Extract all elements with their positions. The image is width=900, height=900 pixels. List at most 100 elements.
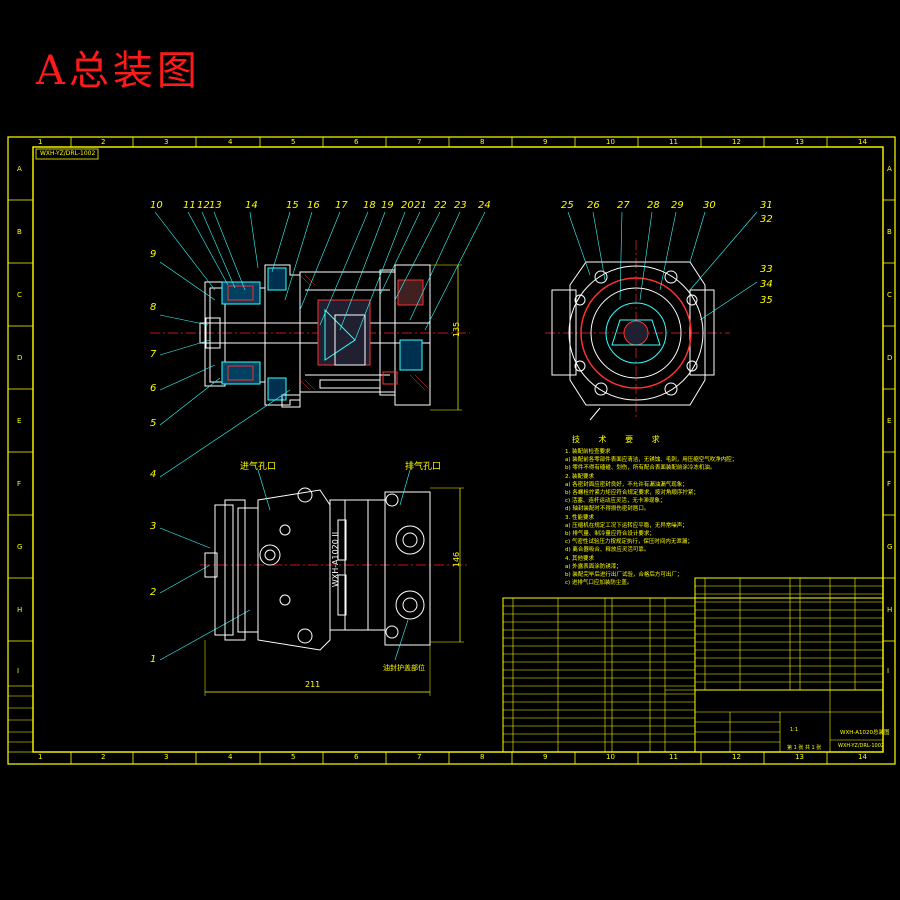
zone-bottom-14: 14 — [858, 753, 867, 761]
section-view — [150, 264, 470, 411]
part-label-29: 29 — [671, 200, 684, 211]
oil-plug-label: 油封护盖部位 — [383, 664, 425, 672]
zone-top-8: 8 — [480, 138, 485, 146]
zone-right-D: D — [887, 354, 893, 362]
zone-bottom-2: 2 — [101, 753, 106, 761]
zone-bottom-3: 3 — [164, 753, 169, 761]
zone-right-F: F — [887, 480, 892, 488]
zone-right-C: C — [887, 291, 892, 299]
part-label-23: 23 — [454, 200, 467, 211]
part-label-9: 9 — [150, 249, 157, 260]
zone-top-4: 4 — [228, 138, 233, 146]
tech-line: b) 排气量、制冷量应符合设计要求； — [565, 531, 655, 538]
part-label-12: 12 — [197, 200, 210, 211]
page-title: A总装图 — [36, 48, 201, 94]
part-label-17: 17 — [335, 200, 348, 211]
tech-title: 技 术 要 求 — [572, 435, 668, 444]
zone-left-E: E — [17, 417, 22, 425]
part-label-6: 6 — [150, 383, 157, 394]
tech-line: c) 进排气口应加装防尘盖。 — [565, 580, 633, 587]
zone-left-G: G — [17, 543, 23, 551]
part-label-33: 33 — [760, 264, 773, 275]
zone-top-10: 10 — [606, 138, 615, 146]
part-label-24: 24 — [478, 200, 491, 211]
drawing-number: WXH-YZ/DRL-1002 — [838, 743, 885, 749]
sheet-info: 第 1 张 共 1 张 — [787, 745, 822, 751]
zone-bottom-6: 6 — [354, 753, 359, 761]
part-label-19: 19 — [381, 200, 394, 211]
zone-bottom-10: 10 — [606, 753, 615, 761]
tech-line: 2. 装配要求 — [565, 473, 594, 480]
tech-line: a) 压缩机在规定工况下运转应平稳，无异常噪声； — [565, 522, 688, 529]
outer-frame — [7, 136, 896, 765]
tech-line: b) 零件不得有磕碰、划伤，所有配合表面装配前涂冷冻机油。 — [565, 465, 716, 472]
part-label-11: 11 — [183, 200, 196, 211]
zone-bottom-13: 13 — [795, 753, 804, 761]
zone-top-3: 3 — [164, 138, 169, 146]
tech-line: c) 活塞、连杆运动应灵活，无卡滞现象； — [565, 498, 666, 505]
tech-line: c) 气密性试验压力按规定执行，保压时间内无泄漏； — [565, 539, 693, 546]
zone-right-E: E — [887, 417, 892, 425]
part-label-16: 16 — [307, 200, 320, 211]
part-label-2: 2 — [150, 587, 157, 598]
part-label-35: 35 — [760, 295, 773, 306]
side-marking: WXH-A1020 II — [331, 531, 341, 588]
dim-width-bottom: 211 — [305, 680, 321, 689]
part-label-30: 30 — [703, 200, 716, 211]
zone-top-2: 2 — [101, 138, 106, 146]
tech-line: 4. 其他要求 — [565, 555, 594, 562]
zone-top-1: 1 — [38, 138, 43, 146]
zone-left-B: B — [17, 228, 22, 236]
part-label-15: 15 — [286, 200, 299, 211]
zone-right-G: G — [887, 543, 893, 551]
tech-line: a) 装配前各零部件表面应清洁，无锈蚀、毛刺，用压缩空气吹净内腔； — [565, 457, 738, 464]
zone-top-13: 13 — [795, 138, 804, 146]
zone-top-11: 11 — [669, 138, 678, 146]
side-stamps — [7, 685, 34, 753]
part-label-1: 1 — [150, 654, 157, 665]
part-label-21: 21 — [414, 200, 427, 211]
part-label-20: 20 — [401, 200, 414, 211]
section-leaders — [154, 211, 486, 661]
zone-bottom-12: 12 — [732, 753, 741, 761]
tech-line: 3. 性能要求 — [565, 514, 594, 521]
tech-line: d) 离合器吸合、释放应灵活可靠。 — [565, 547, 650, 554]
part-label-10: 10 — [150, 200, 163, 211]
zone-top-14: 14 — [858, 138, 867, 146]
zone-left-I: I — [17, 667, 20, 675]
tech-line: a) 各密封面应密封良好，不允许有漏油漏气现象； — [565, 481, 688, 488]
suction-port-label: 进气孔口 — [240, 462, 277, 472]
zone-right-A: A — [887, 165, 892, 173]
parts-list — [502, 577, 884, 753]
zone-top-9: 9 — [543, 138, 548, 146]
zone-right-H: H — [887, 606, 893, 614]
zone-right-B: B — [887, 228, 892, 236]
zone-left-F: F — [17, 480, 22, 488]
side-view — [200, 469, 470, 696]
end-view — [545, 240, 730, 421]
zone-bottom-5: 5 — [291, 753, 296, 761]
part-label-4: 4 — [150, 469, 157, 480]
part-label-26: 26 — [587, 200, 600, 211]
part-label-27: 27 — [617, 200, 630, 211]
part-label-13: 13 — [209, 200, 222, 211]
tech-line: b) 各螺栓拧紧力矩应符合规定要求，按对角顺序拧紧； — [565, 490, 699, 497]
scale: 1:1 — [790, 727, 799, 733]
zone-bottom-9: 9 — [543, 753, 548, 761]
zone-bottom-4: 4 — [228, 753, 233, 761]
zone-right-I: I — [887, 667, 890, 675]
zone-top-6: 6 — [354, 138, 359, 146]
part-label-7: 7 — [150, 349, 157, 360]
part-label-34: 34 — [760, 279, 773, 290]
tech-line: b) 装配完毕后进行出厂试验，合格后方可出厂； — [565, 572, 683, 579]
part-label-25: 25 — [561, 200, 574, 211]
corner-tag-box — [35, 148, 99, 160]
part-label-22: 22 — [434, 200, 447, 211]
zone-top-7: 7 — [417, 138, 422, 146]
part-label-18: 18 — [363, 200, 376, 211]
zone-left-H: H — [17, 606, 23, 614]
part-label-14: 14 — [245, 200, 258, 211]
inner-frame — [32, 146, 884, 753]
